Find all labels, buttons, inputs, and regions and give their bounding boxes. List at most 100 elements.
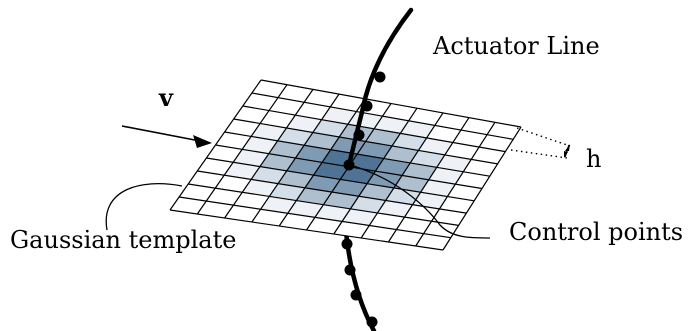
control-point [353, 129, 365, 141]
template-cell [323, 192, 359, 209]
gaussian-template-grid [170, 80, 521, 250]
template-cell [251, 80, 287, 98]
template-cell [428, 167, 464, 185]
template-cell [242, 93, 279, 111]
template-cell [233, 149, 269, 167]
control-point [374, 71, 386, 83]
template-cell [463, 159, 498, 177]
template-cell [197, 201, 234, 218]
template-gridline [206, 157, 475, 202]
template-cell [206, 145, 243, 163]
template-cell [357, 141, 393, 159]
control-points-leader-line [349, 164, 491, 239]
control-point [341, 238, 353, 250]
template-cell [197, 158, 234, 176]
template-cell [426, 125, 461, 143]
template-cell [269, 97, 305, 116]
template-cell [392, 133, 427, 151]
template-label: Gaussian template [10, 226, 236, 254]
template-cell [224, 119, 261, 137]
template-cell [251, 209, 288, 226]
template-cell [278, 170, 314, 188]
template-cell [295, 145, 331, 163]
template-cell [259, 153, 296, 171]
template-cell [321, 106, 357, 125]
control-point [361, 100, 373, 112]
template-cell [400, 120, 435, 138]
template-cell [487, 122, 521, 140]
template-cell [233, 192, 270, 210]
control-point [350, 289, 362, 301]
template-gridline [197, 170, 467, 214]
template-cell [260, 110, 296, 128]
template-cell [304, 89, 339, 107]
template-cell [375, 158, 411, 176]
template-cell [382, 103, 417, 121]
template-cell [471, 147, 506, 164]
template-cell [313, 162, 349, 180]
template-cell [434, 112, 469, 131]
template-cell [420, 179, 456, 197]
template-cell [233, 106, 270, 124]
template-cell [455, 171, 490, 189]
actuator-line-label: Actuator Line [432, 32, 600, 60]
template-cell [215, 175, 252, 193]
template-cell [347, 111, 383, 129]
template-cell [402, 162, 437, 180]
template-cell [385, 187, 421, 205]
control-point [366, 316, 378, 328]
gaussian-template-gridlines [169, 79, 522, 251]
template-cell [479, 134, 514, 152]
template-cell [415, 233, 451, 250]
template-gridline [333, 107, 418, 235]
template-cell [374, 116, 409, 134]
template-cell [436, 154, 472, 172]
template-cell [260, 196, 297, 214]
template-cell [286, 158, 323, 176]
template-cell [278, 84, 313, 103]
template-gridline [442, 126, 522, 251]
template-cell [224, 205, 261, 222]
velocity-arrow [121, 125, 212, 148]
template-cell [369, 212, 405, 230]
template-cell [242, 179, 279, 197]
template-cell [361, 225, 397, 242]
template-gridline [360, 112, 444, 239]
template-cell [215, 132, 252, 150]
template-cell [251, 166, 287, 184]
template-cell [358, 183, 394, 201]
template-cell [188, 171, 225, 189]
template-cell [350, 196, 386, 213]
template-cell [295, 102, 331, 120]
template-leader-line [105, 183, 183, 231]
template-cell [365, 128, 401, 146]
template-gridline [415, 121, 496, 247]
control-point [343, 159, 355, 171]
template-cell [224, 162, 260, 180]
template-cell [383, 145, 419, 163]
template-gridline [188, 183, 459, 226]
template-cell [269, 183, 305, 201]
template-gridline [387, 117, 470, 243]
template-cell [393, 175, 429, 193]
template-cell [287, 200, 324, 218]
template-cell [431, 208, 467, 226]
template-cell [242, 136, 278, 154]
template-cell [444, 142, 480, 160]
template-cell [396, 217, 432, 234]
template-cell [410, 150, 445, 168]
template-cell [268, 140, 305, 159]
template-cell [439, 196, 475, 214]
template-cell [418, 137, 453, 155]
template-cell [314, 204, 351, 222]
template-cell [377, 200, 413, 218]
cell-size-indicator [510, 127, 571, 159]
velocity-label: v [158, 83, 174, 112]
template-cell [296, 187, 332, 205]
template-cell [388, 229, 424, 246]
template-cell [206, 188, 243, 206]
template-cell [404, 204, 440, 222]
template-cell [452, 130, 488, 148]
template-gridline [169, 209, 444, 251]
